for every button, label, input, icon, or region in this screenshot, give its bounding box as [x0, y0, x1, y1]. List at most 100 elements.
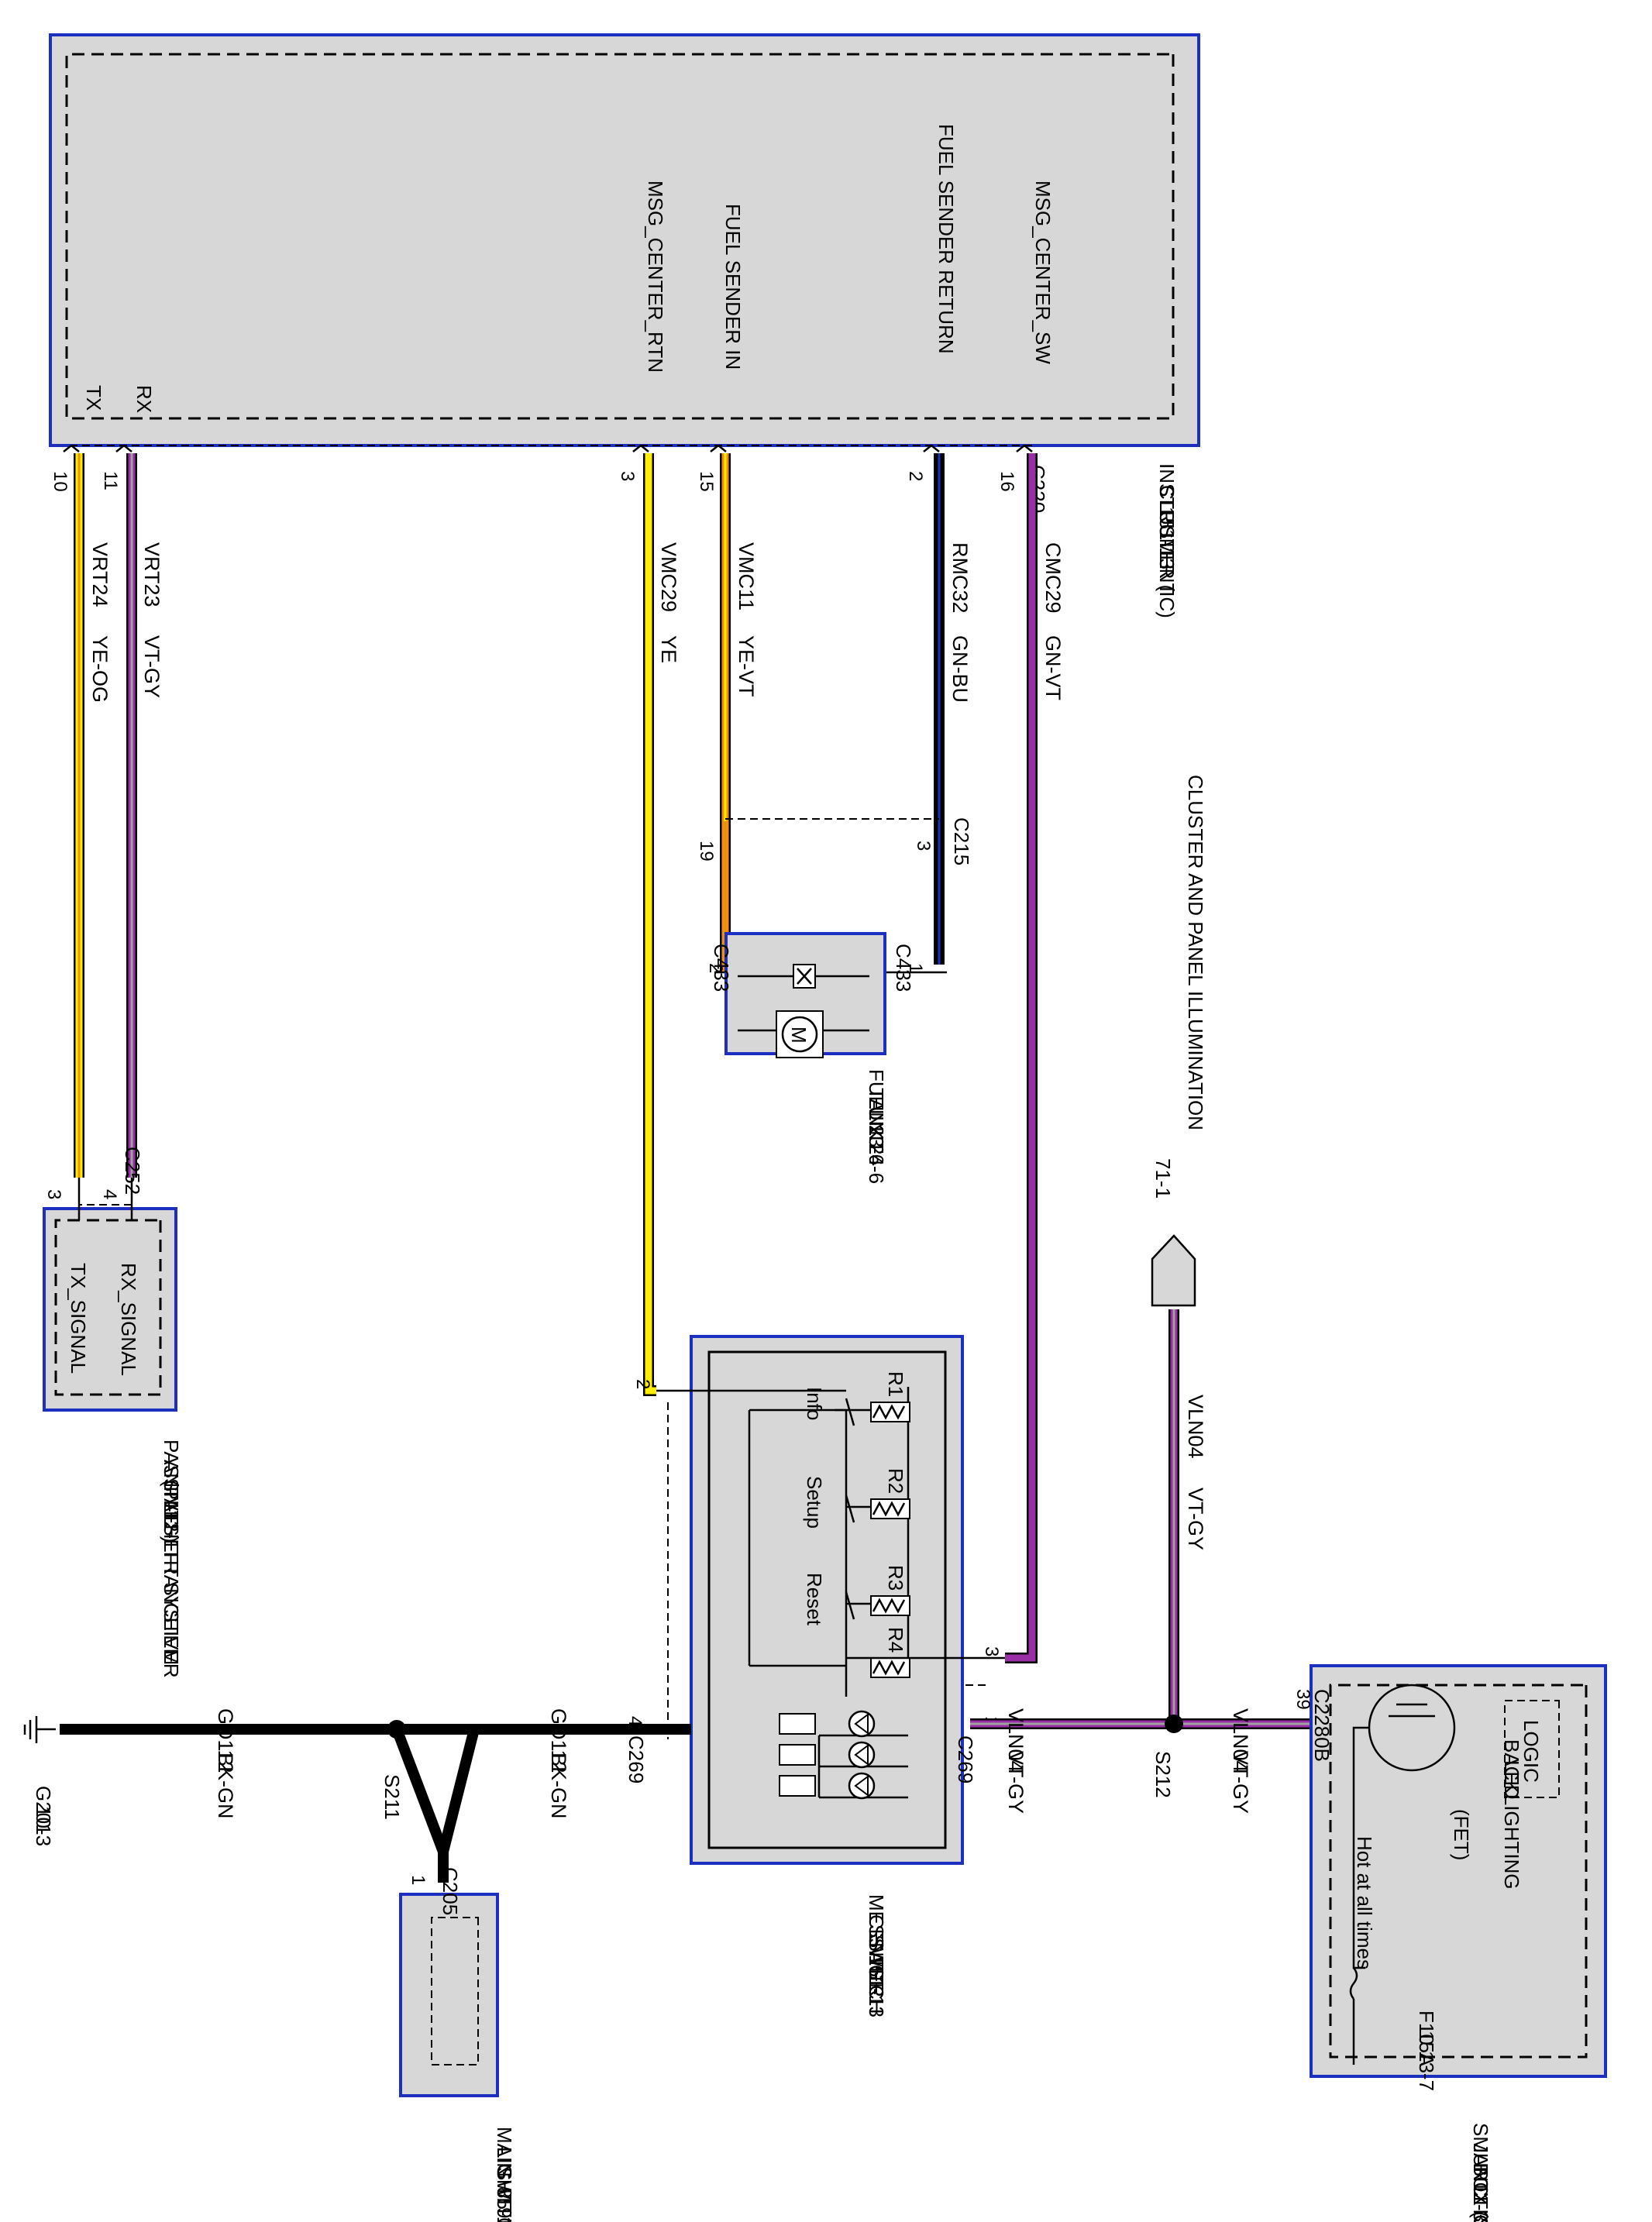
- splice-s211-label: S211: [380, 1774, 404, 1820]
- wire-vln04-vertical-circuit: VLN04: [1184, 1395, 1207, 1459]
- cluster-illum-text: CLUSTER AND PANEL ILLUMINATION: [1184, 775, 1207, 1130]
- instrument-cluster-inner: [65, 53, 1175, 420]
- resistor-r4-label: R4: [884, 1627, 907, 1653]
- main-light-name-3: SWITCH: [493, 2167, 516, 2222]
- resistor-r3-icon: [870, 1595, 910, 1616]
- fuel-tank-name-5: 24-6: [865, 1144, 888, 1184]
- resistor-r2-label: R2: [884, 1468, 907, 1494]
- splice-s212-label: S212: [1151, 1751, 1175, 1798]
- wire-gd112-circuit-a: GD112: [547, 1708, 570, 1773]
- wire-cmc29: [1005, 453, 1038, 1663]
- cluster-illum-connector-icon: [1151, 1234, 1196, 1307]
- wire-vln04-bus-color-b: VT-GY: [1229, 1751, 1252, 1814]
- sjb-fet-label: (FET): [1450, 1809, 1473, 1860]
- sjb-led-line-2: LED: [1500, 1760, 1523, 1800]
- mc-name-4: 151-13: [865, 1955, 888, 2017]
- mc-pin-3: 3: [981, 1646, 1002, 1656]
- wire-vrt24-circuit: VRT24: [88, 542, 112, 607]
- fuel-tank-name-3: UNIT: [865, 1106, 888, 1154]
- sjb-box: [1310, 1664, 1607, 2078]
- message-center-inner: [707, 1350, 947, 1849]
- main-light-name-4: 85-1: [493, 2187, 516, 2222]
- backlight-led-icons: [779, 1710, 876, 1800]
- wire-vrt24-color: YE-OG: [88, 635, 112, 703]
- wire-vln04-bus-circuit-b: VLN04: [1229, 1708, 1252, 1773]
- message-center-box: [690, 1335, 964, 1865]
- ground-icon: [23, 1716, 56, 1743]
- wire-vln04-bus-color-a: VT-GY: [1004, 1751, 1027, 1814]
- main-light-switch-box: [399, 1893, 499, 2097]
- fuel-motor-icon: [781, 1016, 818, 1053]
- wire-gd112-color-a: BK-GN: [547, 1752, 570, 1819]
- mc-name-1: MESSAGE: [865, 1894, 888, 1994]
- wire-vmc11-color: YE-VT: [735, 635, 758, 697]
- sjb-fuse-line-2: 15A: [1415, 2031, 1438, 2067]
- wire-vmc29: [643, 453, 656, 1396]
- ic-pin-2: 2: [905, 471, 926, 481]
- pats-tx-signal: TX_SIGNAL: [67, 1263, 90, 1374]
- ic-pin-10: 10: [50, 471, 71, 492]
- sjb-fuse-icon: [1349, 1726, 1369, 2065]
- ic-pin-fuel-sender-return-label: FUEL SENDER RETURN: [934, 124, 958, 354]
- ic-name-line-3: 151-13: [1155, 507, 1179, 569]
- mc-c269-a: C269: [954, 1735, 977, 1783]
- ic-pin-3: 3: [617, 471, 638, 481]
- wire-vmc11-circuit: VMC11: [735, 542, 758, 611]
- pats-name-3: (PATS) TRANCEIVER: [160, 1480, 183, 1678]
- ic-pin-fuel-sender-in-label: FUEL SENDER IN: [721, 204, 745, 370]
- ground-ref: 10-3: [32, 1806, 55, 1846]
- sjb-logic-label: LOGIC: [1519, 1720, 1543, 1783]
- ground-name: G201: [32, 1786, 55, 1835]
- wire-gd112-color-b: BK-GN: [214, 1752, 237, 1819]
- switch-setup-icon: [845, 1495, 855, 1523]
- fuel-tank-name-4: 23-6: [865, 1125, 888, 1165]
- main-light-name-5: 97-1: [493, 2207, 516, 2222]
- sjb-fuse-line-1: F10: [1415, 2010, 1438, 2045]
- resistor-r1-label: R1: [884, 1371, 907, 1397]
- sjb-inner: [1329, 1684, 1588, 2059]
- ic-pin-msg-center-sw-label: MSG_CENTER_SW: [1031, 181, 1055, 364]
- switch-info-label: Info: [803, 1387, 826, 1420]
- sjb-name-1: SMART: [1469, 2123, 1492, 2193]
- pats-name-1: PASSIVE: [160, 1439, 183, 1524]
- wire-gd112-branch: [391, 1727, 480, 1883]
- sjb-c2280b: C2280B: [1310, 1689, 1334, 1762]
- c215-pin-3: 3: [913, 841, 934, 851]
- wire-vrt23-color: VT-GY: [140, 635, 163, 698]
- main-light-pin-1: 1: [408, 1875, 428, 1885]
- ic-pin-15: 15: [696, 471, 717, 492]
- fuel-tank-c433-b: C433: [892, 944, 915, 992]
- wire-vln04-bus-circuit-a: VLN04: [1004, 1708, 1027, 1773]
- wire-vrt23-circuit: VRT23: [140, 542, 163, 607]
- pats-rx-signal: RX_SIGNAL: [117, 1263, 140, 1376]
- switch-reset-label: Reset: [803, 1573, 826, 1626]
- fuel-tank-name-2: TANK: [865, 1088, 888, 1140]
- main-light-name-1: MAIN: [493, 2127, 516, 2177]
- fuel-tank-c433-a: C433: [710, 944, 733, 992]
- ic-pin-msg-center-rtn-label: MSG_CENTER_RTN: [644, 181, 667, 373]
- sjb-name-3: BOX (SJB): [1469, 2163, 1492, 2222]
- ic-pin-arrows: [63, 445, 1033, 452]
- wire-gd112-circuit-b: GD112: [214, 1708, 237, 1773]
- wire-vmc29-color: YE: [657, 635, 680, 663]
- switch-setup-label: Setup: [803, 1476, 826, 1529]
- sjb-led-line-1: BACKLIGHTING: [1500, 1739, 1523, 1890]
- resistor-r3-label: R3: [884, 1565, 907, 1591]
- cluster-illum-ref: 71-1: [1151, 1158, 1175, 1199]
- mc-c269-b: C269: [625, 1735, 648, 1783]
- wire-rmc32-color: GN-BU: [948, 635, 972, 703]
- pats-inner: [54, 1219, 162, 1396]
- c215-label: C215: [950, 817, 973, 865]
- pats-pin-4: 4: [99, 1189, 120, 1199]
- switch-info-icon: [835, 1398, 855, 1426]
- fuel-tank-name-1: FUEL: [865, 1069, 888, 1120]
- sjb-hot-label: Hot at all times: [1353, 1836, 1376, 1969]
- pats-pin-3: 3: [43, 1189, 64, 1199]
- main-light-switch-inner: [431, 1917, 479, 2065]
- c215-pin-19: 19: [696, 841, 717, 862]
- ic-pin-tx-label: TX: [82, 385, 105, 411]
- wire-cmc29-color: GN-VT: [1041, 635, 1065, 700]
- fuel-tank-pin-2: 2: [705, 963, 726, 973]
